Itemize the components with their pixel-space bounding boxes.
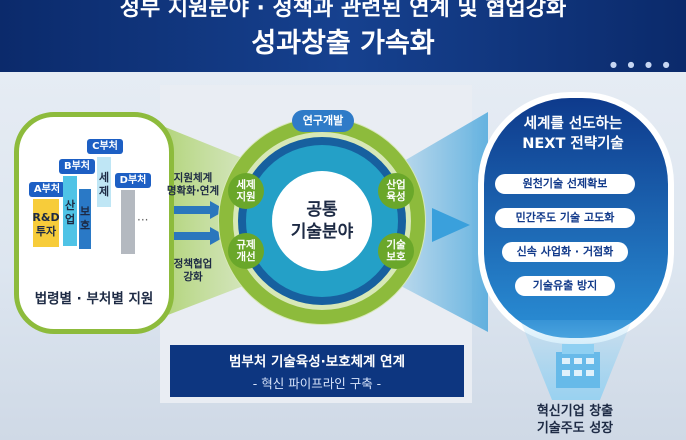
ministry-a-text-1: R&D (32, 211, 60, 224)
ministry-support-box: A부처 B부처 C부처 D부처 R&D 투자 산업 보호 세제 ··· 법령별 … (14, 112, 174, 334)
ministry-support-label: 법령별 · 부처별 지원 (34, 291, 154, 307)
outcome-label-2: 기술주도 성장 (536, 421, 614, 436)
upper-arrow-label: 지원체계 명확화·연계 (158, 172, 228, 198)
upper-arrow-label-2: 명확화·연계 (166, 185, 220, 197)
outcome-label: 혁신기업 창출 기술주도 성장 (495, 403, 655, 437)
ministry-a-text-2: 투자 (35, 225, 57, 238)
header-banner: 정부 지원분야 · 정책과 관련된 연계 및 협업강화 성과창출 가속화 ● ●… (0, 0, 686, 72)
lower-arrow-label: 정책협업 강화 (158, 258, 228, 284)
core-label-1: 공통 (306, 200, 338, 220)
lower-arrow-label-2: 강화 (183, 271, 203, 283)
decorative-dots: ● ● ● ● (610, 60, 674, 69)
core-label-2: 기술분야 (290, 222, 354, 242)
lower-arrow-label-1: 정책협업 (173, 258, 213, 270)
upper-arrow (160, 201, 226, 219)
tax-support-label-2: 지원 (236, 191, 256, 203)
next-item-1: 원천기술 선제확보 (495, 174, 635, 194)
next-title-2: NEXT 전략기술 (522, 136, 624, 152)
pipeline-line-2: - 혁신 파이프라인 구축 - (252, 376, 382, 391)
tax-support-label-1: 세제 (236, 179, 256, 191)
core-label: 공통 기술분야 (277, 199, 367, 243)
upper-arrow-label-1: 지원체계 (173, 172, 213, 184)
industry-label-1: 산업 (386, 179, 406, 191)
next-title-1: 세계를 선도하는 (523, 116, 623, 132)
ministry-b-tag: B부처 (59, 159, 95, 174)
rnd-pill: 연구개발 (292, 110, 354, 132)
next-item-3: 신속 사업화 · 거점화 (502, 242, 628, 262)
ministry-a-bar (33, 199, 59, 247)
next-item-2: 민간주도 기술 고도화 (495, 208, 635, 228)
ministry-c-tag: C부처 (87, 139, 123, 154)
ministry-c-bar-1 (79, 189, 91, 249)
regulation-label-2: 개선 (236, 251, 256, 263)
ministry-d-tag: D부처 (115, 173, 151, 188)
ellipsis: ··· (137, 213, 149, 227)
ministry-b-text: 산업 (64, 199, 76, 226)
tech-protection-label-2: 보호 (386, 251, 406, 263)
ministry-c-bar-2 (97, 157, 111, 207)
industry-label-2: 육성 (386, 191, 406, 203)
ministry-a-tag: A부처 (29, 182, 65, 197)
ministry-c-text-2: 세제 (98, 171, 110, 198)
ministry-c-text-1: 보호 (79, 205, 91, 232)
pipeline-banner: 범부처 기술육성·보호체계 연계 - 혁신 파이프라인 구축 - (170, 345, 464, 397)
core-circle (272, 171, 372, 271)
lower-arrow (160, 227, 226, 245)
outcome-label-1: 혁신기업 창출 (536, 404, 614, 419)
right-arrow-head (432, 208, 470, 242)
title-line-1: 정부 지원분야 · 정책과 관련된 연계 및 협업강화 (119, 0, 567, 21)
building-icon (556, 344, 600, 388)
title-line-2: 성과창출 가속화 (251, 28, 435, 59)
next-title: 세계를 선도하는 NEXT 전략기술 (475, 114, 671, 154)
ministry-d-bar (121, 190, 135, 254)
tech-protection-label-1: 기술 (386, 239, 406, 251)
pipeline-line-1: 범부처 기술육성·보호체계 연계 (229, 354, 405, 370)
ministry-b-bar (63, 176, 77, 246)
next-item-4: 기술유출 방지 (515, 276, 615, 296)
regulation-label-1: 규제 (236, 239, 256, 251)
